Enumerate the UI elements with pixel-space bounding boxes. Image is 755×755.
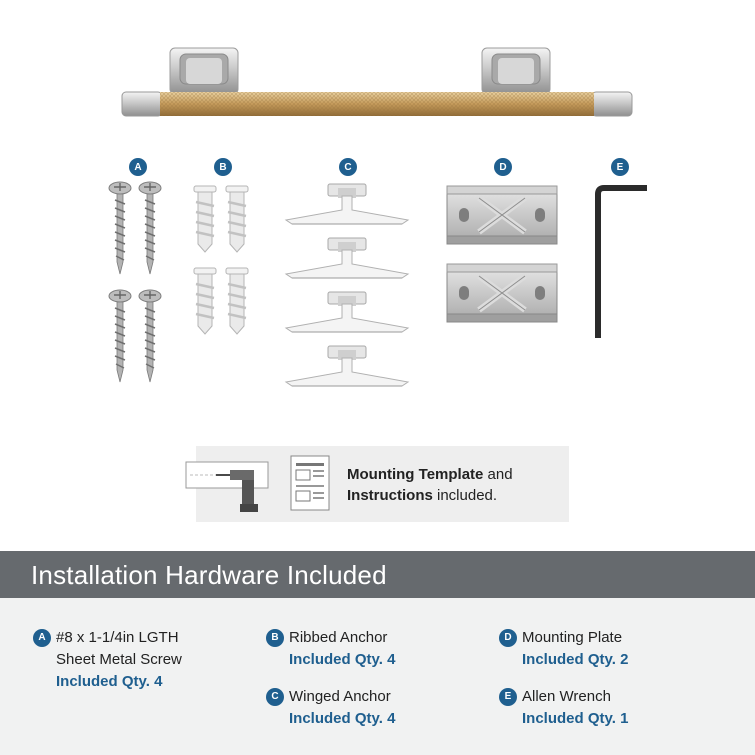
- hardware-name-a-line1: #8 x 1-1/4in LGTH: [56, 629, 179, 646]
- hardware-badge-a: A: [33, 629, 51, 647]
- screw-group-image: [108, 181, 162, 383]
- hardware-badge-d: D: [499, 629, 517, 647]
- mounting-plate-group-image: [445, 184, 560, 326]
- hardware-name-a-line2: Sheet Metal Screw: [56, 651, 182, 668]
- part-badge-d: D: [494, 158, 512, 176]
- allen-wrench-image: [595, 185, 647, 338]
- hardware-item-c: C Winged Anchor Included Qty. 4: [266, 686, 396, 730]
- hardware-name-d: Mounting Plate: [522, 629, 623, 646]
- part-badge-c: C: [339, 158, 357, 176]
- hardware-badge-c: C: [266, 688, 284, 706]
- part-badge-a: A: [129, 158, 147, 176]
- part-badge-b: B: [214, 158, 232, 176]
- section-banner: Installation Hardware Included: [0, 551, 755, 598]
- hardware-name-b: Ribbed Anchor: [289, 629, 388, 646]
- hardware-item-d: D Mounting Plate Included Qty. 2: [499, 627, 629, 671]
- hardware-qty-b: Included Qty. 4: [289, 651, 396, 668]
- hardware-qty-c: Included Qty. 4: [289, 710, 396, 727]
- hardware-item-a: A #8 x 1-1/4in LGTH Sheet Metal Screw In…: [33, 627, 182, 693]
- hardware-item-b: B Ribbed Anchor Included Qty. 4: [266, 627, 396, 671]
- hardware-qty-e: Included Qty. 1: [522, 710, 629, 727]
- hardware-qty-a: Included Qty. 4: [56, 673, 163, 690]
- template-line1-rest: and: [483, 466, 513, 483]
- banner-title: Installation Hardware Included: [31, 560, 387, 590]
- template-description: Mounting Template and Instructions inclu…: [347, 464, 562, 506]
- drill-template-icon: [185, 461, 269, 512]
- hardware-badge-b: B: [266, 629, 284, 647]
- template-line2-bold: Instructions: [347, 487, 433, 504]
- hardware-name-c: Winged Anchor: [289, 688, 391, 705]
- hardware-list: A #8 x 1-1/4in LGTH Sheet Metal Screw In…: [0, 598, 755, 755]
- hardware-item-e: E Allen Wrench Included Qty. 1: [499, 686, 629, 730]
- winged-anchor-group-image: [285, 183, 409, 387]
- hardware-qty-d: Included Qty. 2: [522, 651, 629, 668]
- hardware-name-e: Allen Wrench: [522, 688, 611, 705]
- part-badge-e: E: [611, 158, 629, 176]
- template-line2-rest: included.: [432, 487, 498, 504]
- instructions-sheet-icon: [290, 455, 330, 511]
- mounting-template-callout: Mounting Template and Instructions inclu…: [185, 446, 569, 522]
- template-line1-bold: Mounting Template: [347, 466, 484, 483]
- ribbed-anchor-group-image: [192, 184, 250, 336]
- hardware-badge-e: E: [499, 688, 517, 706]
- grab-bar-image: [121, 47, 633, 117]
